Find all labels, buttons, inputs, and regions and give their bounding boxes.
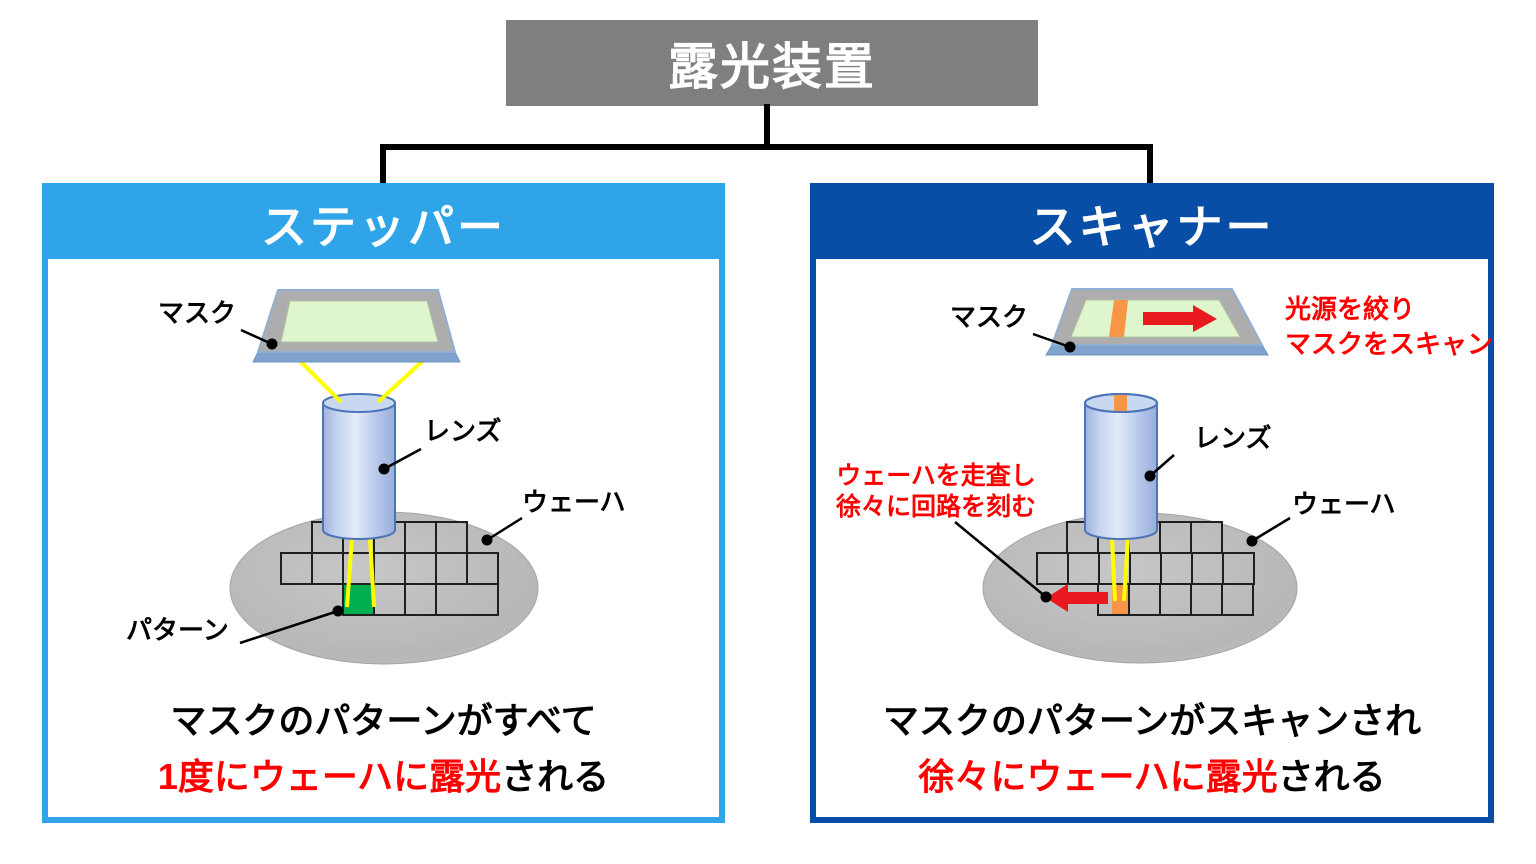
connector-right-stub: [1147, 144, 1153, 190]
scanner-caption-line2-red: 徐々にウェーハに露光: [918, 756, 1278, 797]
stepper-upper-light-rays: [294, 355, 429, 404]
stepper-title: ステッパー: [261, 201, 506, 253]
scanner-lens-label: レンズ: [1194, 423, 1272, 453]
scanner-wafer-label: ウェーハ: [1292, 489, 1396, 519]
stepper-panel-header: ステッパー: [48, 189, 719, 259]
stepper-caption-line2-red: 1度にウェーハに露光: [157, 756, 502, 797]
connector-vertical-line: [764, 104, 770, 148]
stepper-lens: [322, 393, 396, 540]
scanner-caption-line1: マスクのパターンがスキャンされ: [882, 700, 1422, 741]
scanner-mask-annotation-line2: マスクをスキャン: [1285, 329, 1494, 360]
stepper-caption-line1: マスクのパターンがすべて: [170, 700, 597, 741]
scanner-lower-light-rays: [1110, 537, 1130, 602]
scanner-wafer-scan-arrow: [1046, 584, 1108, 612]
scanner-mask: [1045, 288, 1269, 356]
stepper-lens-label: レンズ: [424, 416, 502, 446]
scanner-lens-slit: [1114, 395, 1127, 412]
stepper-mask-label: マスク: [158, 298, 237, 328]
stepper-leader-lines: [239, 328, 523, 645]
scanner-wafer-annotation-line2: 徐々に回路を刻む: [835, 493, 1036, 522]
connector-left-stub: [380, 144, 386, 190]
title-text: 露光装置: [668, 39, 876, 95]
stepper-pattern-label: パターン: [126, 615, 229, 645]
scanner-panel-header: スキャナー: [816, 189, 1488, 259]
scanner-mask-scan-arrow: [1143, 305, 1217, 332]
connector-horizontal-line: [380, 144, 1153, 150]
stepper-diagram: [229, 289, 539, 665]
scanner-title: スキャナー: [1029, 201, 1275, 253]
scanner-caption-line2-black: される: [1277, 756, 1386, 797]
scanner-wafer-annotation: ウェーハを走査し 徐々に回路を刻む: [826, 461, 1046, 524]
scanner-mask-annotation-line1: 光源を絞り: [1285, 294, 1416, 324]
stepper-wafer-label: ウェーハ: [522, 487, 626, 517]
scanner-mask-annotation: 光源を絞り マスクをスキャン: [1285, 292, 1493, 362]
scanner-wafer-annotation-line1: ウェーハを走査し: [836, 462, 1036, 490]
stepper-lower-light-rays: [345, 537, 376, 608]
scanner-mask-label: マスク: [950, 302, 1029, 332]
scanner-mask-slit: [1109, 300, 1128, 337]
title-box: 露光装置: [506, 20, 1038, 106]
stepper-mask: [252, 289, 461, 363]
stepper-caption-line2: 1度にウェーハに露光される: [42, 748, 725, 800]
scanner-caption-line2: 徐々にウェーハに露光される: [810, 748, 1494, 800]
stepper-caption-line2-black: される: [501, 756, 610, 797]
scanner-leader-lines: [954, 332, 1291, 603]
scanner-lens: [1084, 393, 1158, 540]
scanner-diagram: [954, 288, 1298, 664]
